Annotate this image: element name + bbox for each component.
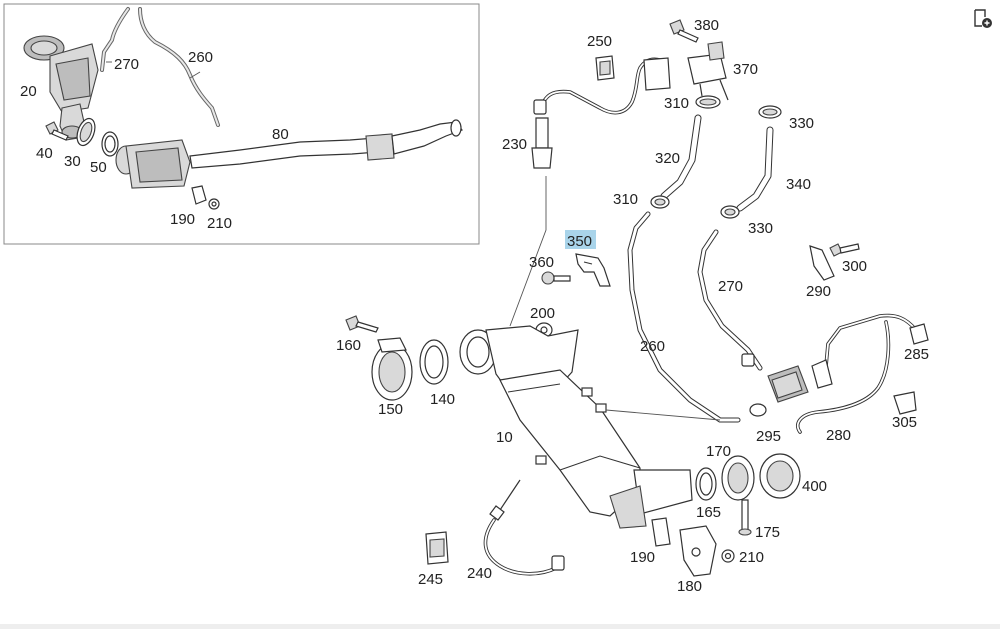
part-270-pressure-tube[interactable] — [697, 229, 763, 371]
part-160-bolt[interactable] — [345, 315, 379, 333]
callout-160[interactable]: 160 — [336, 337, 361, 354]
callout-270-inset[interactable]: 270 — [114, 56, 139, 73]
callout-180[interactable]: 180 — [677, 578, 702, 595]
callout-300[interactable]: 300 — [842, 258, 867, 275]
inset-part-30-clamp[interactable] — [74, 116, 99, 148]
callout-140[interactable]: 140 — [430, 391, 455, 408]
bottom-scroll-strip — [0, 624, 1000, 629]
inset-tube-270[interactable] — [100, 7, 130, 72]
part-140-gasket[interactable] — [419, 339, 449, 385]
callout-350[interactable]: 350 — [567, 233, 592, 250]
callout-260-inset[interactable]: 260 — [188, 49, 213, 66]
inset-part-190-bracket[interactable] — [191, 185, 207, 205]
callout-175[interactable]: 175 — [755, 524, 780, 541]
selected-callout-highlight — [565, 230, 596, 249]
callout-340[interactable]: 340 — [786, 176, 811, 193]
callout-230[interactable]: 230 — [502, 136, 527, 153]
inset-part-210-nut[interactable] — [208, 198, 220, 210]
part-245-clip[interactable] — [425, 531, 449, 565]
callout-310-top[interactable]: 310 — [664, 95, 689, 112]
part-310-clamp-top[interactable] — [695, 95, 721, 109]
callout-310-mid[interactable]: 310 — [613, 191, 638, 208]
part-380-bolt[interactable] — [669, 19, 699, 43]
callout-280[interactable]: 280 — [826, 427, 851, 444]
inset-part-20-catalytic-converter[interactable] — [23, 35, 99, 141]
part-285-clip[interactable] — [909, 323, 929, 345]
part-240-temperature-sensor[interactable] — [483, 479, 565, 576]
part-300-bolt[interactable] — [829, 243, 860, 257]
callout-210-inset[interactable]: 210 — [207, 215, 232, 232]
part-340-hose[interactable] — [736, 126, 774, 212]
callout-170[interactable]: 170 — [706, 443, 731, 460]
part-290-bracket[interactable] — [809, 245, 835, 281]
callout-330-mid[interactable]: 330 — [748, 220, 773, 237]
inset-tube-260[interactable] — [138, 7, 220, 127]
part-10-diesel-particulate-filter[interactable] — [459, 325, 693, 529]
add-to-list-button[interactable] — [972, 8, 994, 30]
part-210-nut[interactable] — [721, 549, 735, 563]
callout-200[interactable]: 200 — [530, 305, 555, 322]
callout-330-top[interactable]: 330 — [789, 115, 814, 132]
callout-190-main[interactable]: 190 — [630, 549, 655, 566]
part-230-o2-sensor[interactable] — [531, 57, 662, 169]
callout-360[interactable]: 360 — [529, 254, 554, 271]
callout-290[interactable]: 290 — [806, 283, 831, 300]
inset-panel: 20 270 260 80 40 30 50 190 210 — [3, 3, 480, 245]
part-305-bracket[interactable] — [893, 391, 917, 415]
part-330-clamp-top[interactable] — [758, 105, 782, 119]
part-250-clip[interactable] — [595, 55, 615, 81]
inset-part-50-gasket[interactable] — [101, 131, 119, 157]
callout-285[interactable]: 285 — [904, 346, 929, 363]
callout-30[interactable]: 30 — [64, 153, 81, 170]
part-280-o2-sensor[interactable] — [795, 313, 918, 434]
callout-210-main[interactable]: 210 — [739, 549, 764, 566]
part-170-clamp[interactable] — [721, 455, 755, 501]
callout-320[interactable]: 320 — [655, 150, 680, 167]
inset-frame — [3, 3, 480, 245]
part-180-bracket[interactable] — [679, 525, 717, 577]
callout-245[interactable]: 245 — [418, 571, 443, 588]
callout-150[interactable]: 150 — [378, 401, 403, 418]
callout-190-inset[interactable]: 190 — [170, 211, 195, 228]
callout-10[interactable]: 10 — [496, 429, 513, 446]
callout-20[interactable]: 20 — [20, 83, 37, 100]
callout-370[interactable]: 370 — [733, 61, 758, 78]
part-370-pressure-sensor[interactable] — [643, 41, 729, 101]
inset-part-40-bolt[interactable] — [45, 121, 69, 141]
inset-part-80-exhaust-pipe[interactable] — [189, 119, 463, 169]
part-360-bolt[interactable] — [541, 271, 571, 285]
callout-260-main[interactable]: 260 — [640, 338, 665, 355]
callout-50[interactable]: 50 — [90, 159, 107, 176]
callout-80[interactable]: 80 — [272, 126, 289, 143]
callout-250[interactable]: 250 — [587, 33, 612, 50]
callout-165[interactable]: 165 — [696, 504, 721, 521]
part-260-pressure-tube[interactable] — [627, 211, 741, 423]
part-295-sensor-unit[interactable] — [749, 365, 809, 417]
callout-40[interactable]: 40 — [36, 145, 53, 162]
part-330-clamp-mid[interactable] — [720, 205, 740, 219]
part-165-gasket[interactable] — [695, 467, 717, 501]
part-150-clamp[interactable] — [371, 337, 413, 401]
part-320-hose[interactable] — [660, 114, 702, 200]
part-350-bracket[interactable] — [575, 253, 611, 287]
callout-240[interactable]: 240 — [467, 565, 492, 582]
callout-380[interactable]: 380 — [694, 17, 719, 34]
callout-270-main[interactable]: 270 — [718, 278, 743, 295]
callout-295[interactable]: 295 — [756, 428, 781, 445]
part-175-bolt[interactable] — [738, 499, 752, 536]
callout-400[interactable]: 400 — [802, 478, 827, 495]
callout-305[interactable]: 305 — [892, 414, 917, 431]
add-to-list-icon — [974, 9, 992, 28]
inset-dpf-assembly[interactable] — [115, 139, 191, 189]
part-190-bracket[interactable] — [651, 517, 671, 547]
part-310-clamp-mid[interactable] — [650, 195, 670, 209]
part-400-clamp[interactable] — [759, 453, 801, 499]
